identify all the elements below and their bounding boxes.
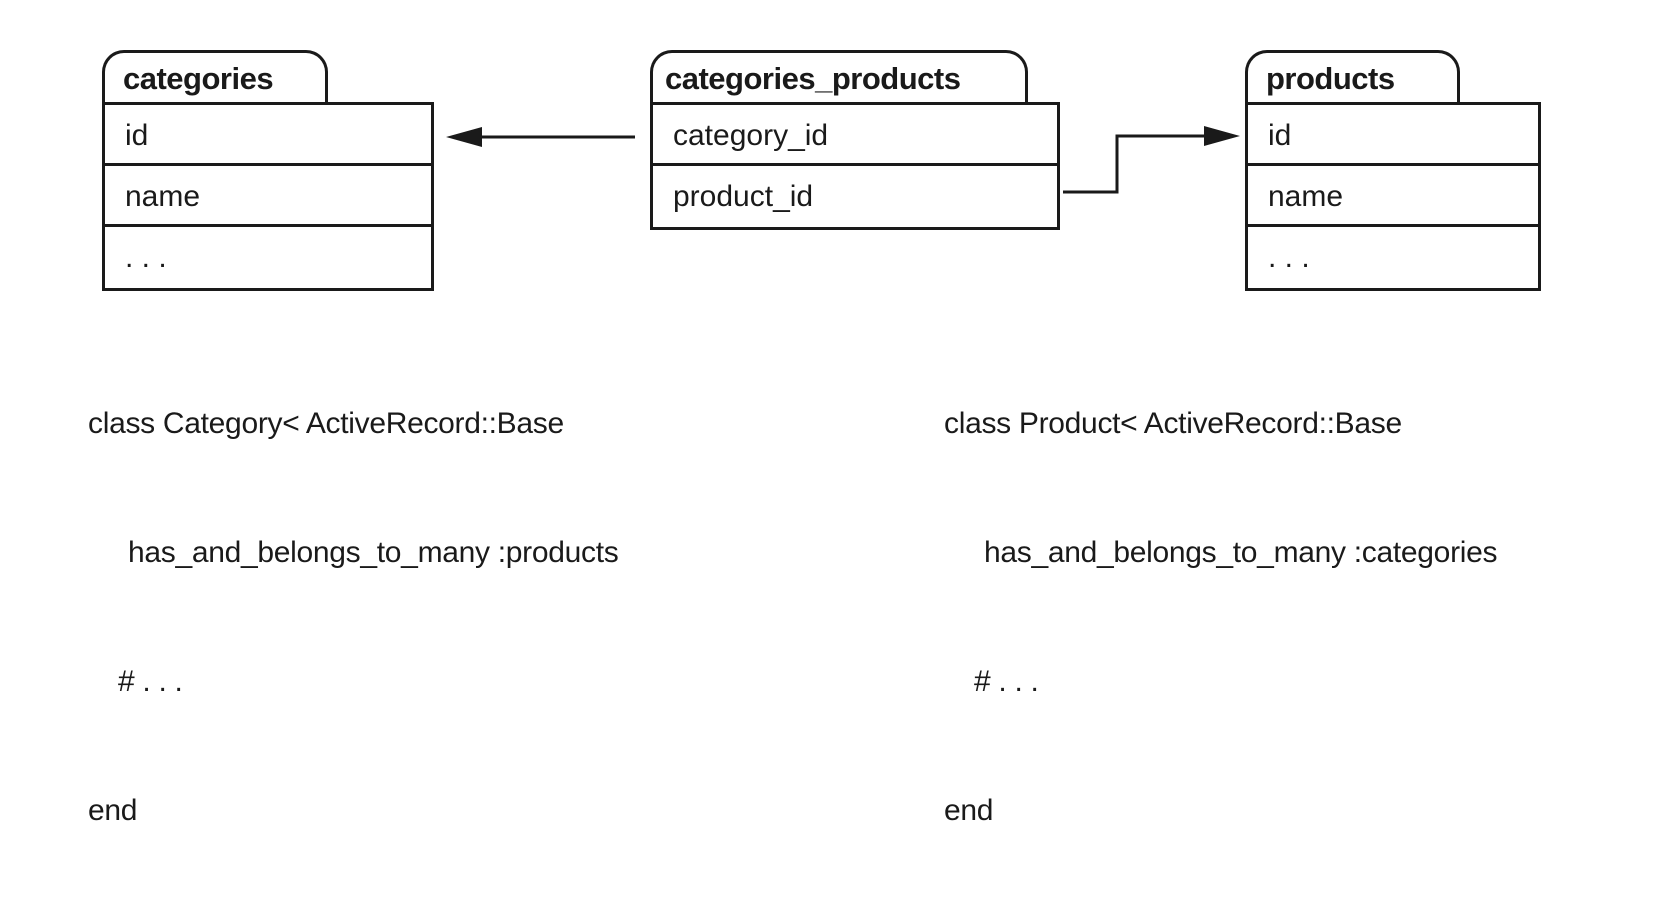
column-id: id xyxy=(1248,105,1538,166)
table-rows: id name . . . xyxy=(1245,102,1541,291)
column-name: name xyxy=(105,166,431,227)
column-id: id xyxy=(105,105,431,166)
column-product-id: product_id xyxy=(673,180,814,213)
code-line: class Category< ActiveRecord::Base xyxy=(88,407,564,440)
arrowhead-icon xyxy=(1204,126,1240,146)
table-rows: category_id product_id xyxy=(650,102,1060,230)
arrowhead-icon xyxy=(446,127,482,147)
column-category-id: category_id xyxy=(653,105,1057,166)
habtm-diagram: categories id name . . . categories_prod… xyxy=(88,50,1541,827)
table-title: categories_products xyxy=(650,50,1028,102)
connectors xyxy=(446,126,1240,194)
column-name: name xyxy=(1248,166,1538,227)
code-line: has_and_belongs_to_many :products xyxy=(128,536,619,569)
product-id-arrow xyxy=(1063,126,1240,194)
product-class-code: class Product< ActiveRecord::Base has_an… xyxy=(944,316,1498,918)
code-line: class Product< ActiveRecord::Base xyxy=(944,407,1402,440)
code-line: end xyxy=(88,794,138,827)
code-line: # . . . xyxy=(974,665,1039,698)
column-ellipsis: . . . xyxy=(125,241,167,274)
code-line: has_and_belongs_to_many :categories xyxy=(984,536,1498,569)
code-line: # . . . xyxy=(118,665,183,698)
column-ellipsis: . . . xyxy=(1268,241,1310,274)
table-rows: id name . . . xyxy=(102,102,434,291)
category-class-code: class Category< ActiveRecord::Base has_a… xyxy=(88,316,619,918)
category-id-arrow xyxy=(446,127,635,147)
table-title: products xyxy=(1245,50,1460,102)
table-title: categories xyxy=(102,50,328,102)
code-line: end xyxy=(944,794,994,827)
